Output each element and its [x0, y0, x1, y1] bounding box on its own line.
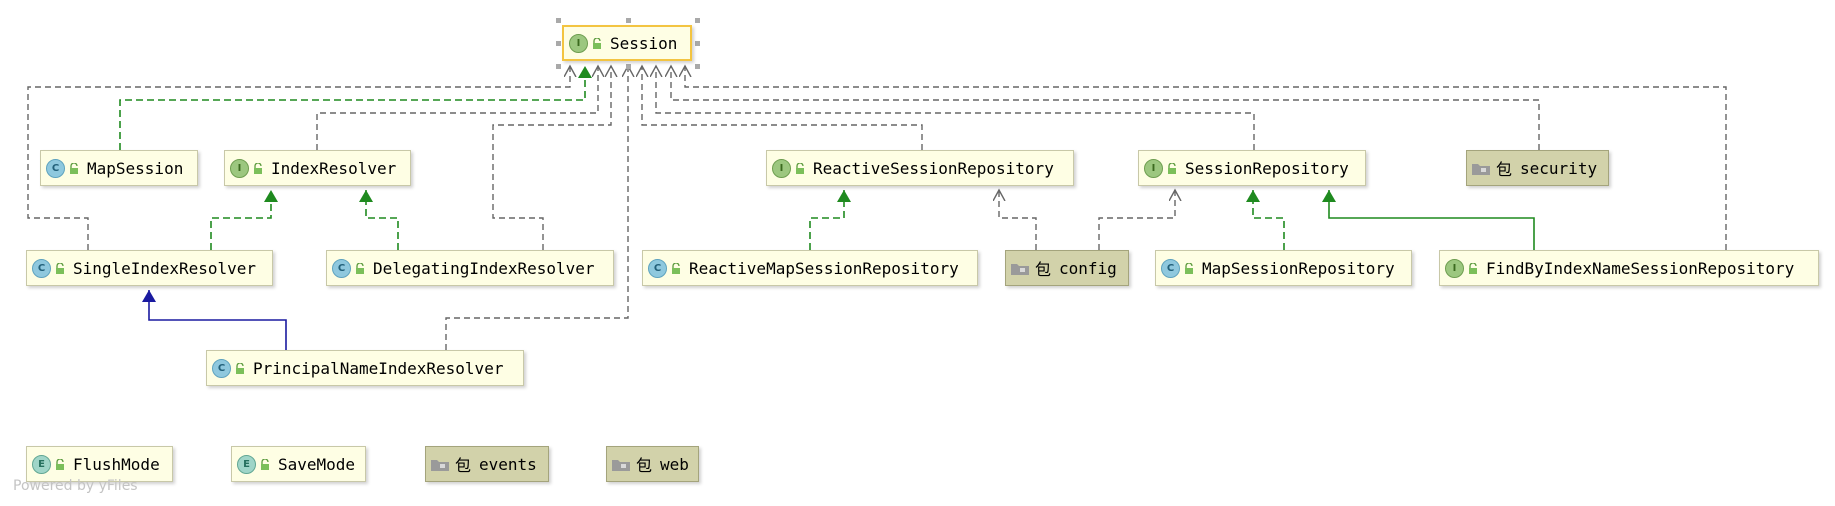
edge-reactivesessionrepository-session	[642, 66, 923, 150]
powered-by-footer: Powered by yFiles	[13, 478, 138, 494]
node-label: events	[479, 454, 537, 474]
node-label: FlushMode	[73, 454, 160, 474]
class-icon: C	[332, 258, 351, 278]
node-session[interactable]: I Session	[562, 25, 692, 61]
node-label: ReactiveSessionRepository	[813, 158, 1054, 178]
node-mapsessionrepository[interactable]: C MapSessionRepository	[1155, 250, 1412, 286]
public-lock-icon	[1168, 162, 1176, 174]
node-label: PrincipalNameIndexResolver	[253, 358, 504, 378]
public-lock-icon	[56, 262, 64, 274]
edge-indexresolver-session	[316, 66, 598, 150]
interface-icon: I	[1144, 158, 1163, 178]
public-lock-icon	[356, 262, 364, 274]
package-folder-icon	[1472, 163, 1490, 175]
edge-config-reactiverepo	[999, 190, 1037, 250]
enum-icon: E	[237, 454, 256, 474]
edge-sessionrepository-session	[656, 66, 1255, 150]
edge-findbyindexname-session	[685, 66, 1727, 250]
node-package-security[interactable]: 包 security	[1466, 150, 1609, 186]
node-label: security	[1520, 158, 1598, 178]
selection-handle[interactable]	[695, 41, 700, 46]
node-label: SingleIndexResolver	[73, 258, 257, 278]
node-savemode[interactable]: E SaveMode	[231, 446, 366, 482]
node-label: SaveMode	[278, 454, 356, 474]
edge-principalnameindexresolver-session	[445, 66, 628, 350]
selection-handle[interactable]	[556, 41, 561, 46]
public-lock-icon	[672, 262, 680, 274]
selection-handle[interactable]	[626, 18, 631, 23]
interface-icon: I	[1445, 258, 1464, 278]
node-delegatingindexresolver[interactable]: C DelegatingIndexResolver	[326, 250, 614, 286]
class-icon: C	[32, 258, 51, 278]
selection-handle[interactable]	[695, 18, 700, 23]
edge-delegatingindexresolver-session	[492, 66, 611, 250]
node-package-config[interactable]: 包 config	[1005, 250, 1129, 286]
public-lock-icon	[70, 162, 78, 174]
package-folder-icon	[1011, 263, 1029, 275]
node-label: DelegatingIndexResolver	[373, 258, 595, 278]
edge-principalname-extends-singleindexresolver	[142, 290, 287, 350]
node-label: MapSessionRepository	[1202, 258, 1395, 278]
package-word: 包	[636, 456, 653, 475]
node-flushmode[interactable]: E FlushMode	[26, 446, 173, 482]
node-singleindexresolver[interactable]: C SingleIndexResolver	[26, 250, 273, 286]
node-label: config	[1059, 258, 1117, 278]
node-label: SessionRepository	[1185, 158, 1349, 178]
interface-icon: I	[772, 158, 791, 178]
class-icon: C	[212, 358, 231, 378]
node-package-events[interactable]: 包 events	[425, 446, 549, 482]
node-reactivemapsessionrepository[interactable]: C ReactiveMapSessionRepository	[642, 250, 978, 286]
node-label: web	[660, 454, 689, 474]
edge-config-sessionrepository	[1098, 190, 1175, 250]
node-label: Session	[610, 33, 678, 53]
package-word: 包	[1035, 260, 1052, 279]
node-indexresolver[interactable]: I IndexResolver	[224, 150, 411, 186]
node-principalnameindexresolver[interactable]: C PrincipalNameIndexResolver	[206, 350, 524, 386]
package-folder-icon	[612, 459, 630, 471]
edge-security-session	[671, 66, 1540, 150]
edge-mapsession-implements-session	[119, 66, 592, 150]
interface-icon: I	[569, 33, 588, 53]
edge-reactivemap-implements-reactiverepo	[809, 190, 851, 250]
public-lock-icon	[1469, 262, 1477, 274]
selection-handle[interactable]	[556, 18, 561, 23]
public-lock-icon	[796, 162, 804, 174]
edge-singleindexresolver-implements-indexresolver	[210, 190, 278, 250]
selection-handle[interactable]	[556, 64, 561, 69]
node-sessionrepository[interactable]: I SessionRepository	[1138, 150, 1366, 186]
public-lock-icon	[261, 458, 269, 470]
class-icon: C	[648, 258, 667, 278]
edge-findbyindexname-extends-sessionrepo	[1322, 190, 1535, 250]
selection-handle[interactable]	[626, 64, 631, 69]
node-package-web[interactable]: 包 web	[606, 446, 699, 482]
public-lock-icon	[254, 162, 262, 174]
node-label: IndexResolver	[271, 158, 397, 178]
public-lock-icon	[593, 37, 601, 49]
node-label: ReactiveMapSessionRepository	[689, 258, 959, 278]
package-word: 包	[1496, 160, 1513, 179]
node-findbyindexnamesessionrepository[interactable]: I FindByIndexNameSessionRepository	[1439, 250, 1819, 286]
selection-handle[interactable]	[695, 64, 700, 69]
node-label: MapSession	[87, 158, 184, 178]
class-icon: C	[1161, 258, 1180, 278]
public-lock-icon	[1185, 262, 1193, 274]
public-lock-icon	[56, 458, 64, 470]
interface-icon: I	[230, 158, 249, 178]
package-folder-icon	[431, 459, 449, 471]
edge-delegatingindexresolver-implements-indexresolver	[359, 190, 399, 250]
node-reactivesessionrepository[interactable]: I ReactiveSessionRepository	[766, 150, 1074, 186]
node-mapsession[interactable]: C MapSession	[40, 150, 198, 186]
public-lock-icon	[236, 362, 244, 374]
package-word: 包	[455, 456, 472, 475]
node-label: FindByIndexNameSessionRepository	[1486, 258, 1795, 278]
edge-mapsessionrepo-implements-sessionrepo	[1246, 190, 1285, 250]
enum-icon: E	[32, 454, 51, 474]
class-icon: C	[46, 158, 65, 178]
